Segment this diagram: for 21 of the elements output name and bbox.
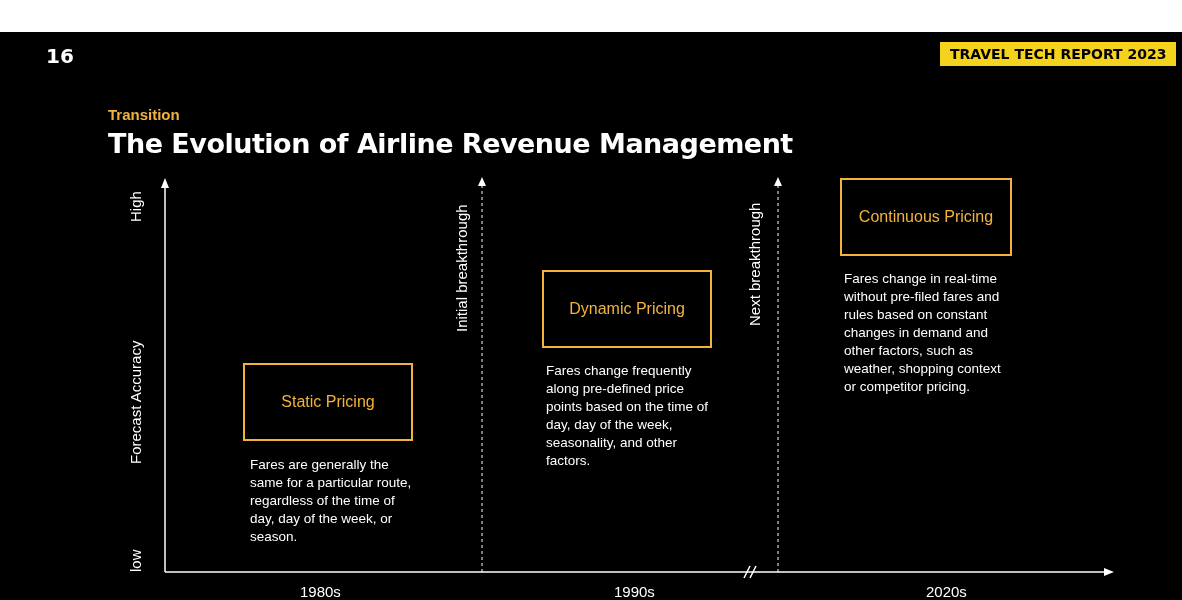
slide-title: The Evolution of Airline Revenue Management: [108, 128, 793, 159]
breakthrough-label: Initial breakthrough: [453, 204, 470, 332]
axis-tick-label: 1990s: [614, 583, 655, 600]
pricing-box: [542, 270, 712, 348]
box-title: Static Pricing: [281, 393, 375, 411]
description-text: Fares change frequently along pre-defined price points based on the time of day, day of the week, seasonality, and other factors.: [546, 362, 710, 470]
axis-title: Forecast Accuracy: [127, 340, 144, 464]
axis-label: low: [127, 549, 144, 572]
pricing-box: [840, 178, 1012, 256]
description-text: Fares are generally the same for a particular route, regardless of the time of day, day of the week, or season.: [250, 456, 413, 546]
axis-tick-label: 1980s: [300, 583, 341, 600]
page-number: 16: [46, 44, 74, 68]
section-kicker: Transition: [108, 106, 180, 123]
axis-label: High: [127, 191, 144, 222]
axis-tick-label: 2020s: [926, 583, 967, 600]
pricing-box: [243, 363, 413, 441]
box-title: Dynamic Pricing: [569, 300, 685, 318]
box-title: Continuous Pricing: [858, 208, 994, 226]
breakthrough-label: Next breakthrough: [746, 202, 763, 326]
report-badge: TRAVEL TECH REPORT 2023: [940, 42, 1177, 66]
description-text: Fares change in real-time without pre-filed fares and rules based on constant changes in demand and other factors, such as weather, shopping context or competitor pricing.: [844, 270, 1002, 396]
